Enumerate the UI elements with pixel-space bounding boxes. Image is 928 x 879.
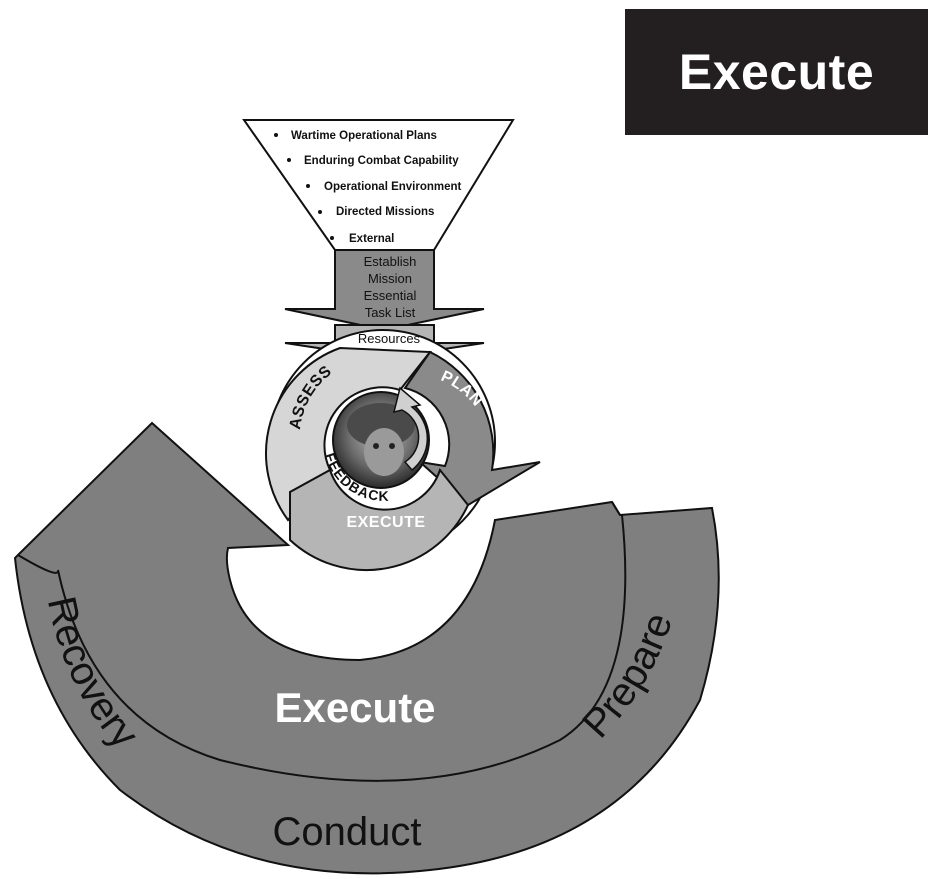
ring-center-label: Execute (274, 684, 435, 731)
funnel-item-4: Directed Missions (336, 206, 434, 218)
assess-segment (265, 346, 432, 522)
center-arrow (392, 386, 429, 472)
resources-label: Resources (358, 331, 421, 346)
ring-inner-line (17, 514, 627, 782)
title-text: Execute (678, 44, 875, 100)
metl-line-4: Task List (365, 305, 416, 320)
funnel-item-5: External (349, 233, 394, 245)
funnel-item-1: Wartime Operational Plans (291, 130, 437, 142)
metl-line-2: Mission (368, 271, 412, 286)
metl-arrow-shape (284, 249, 485, 332)
metl-text: Establish Mission Essential Task List Re… (358, 254, 421, 346)
inner-cycle (265, 329, 541, 571)
funnel-item-3: Operational Environment (324, 181, 462, 193)
title-box: Execute (625, 9, 928, 135)
outer-ring (13, 421, 720, 875)
metl-line-1: Establish (364, 254, 417, 269)
conduct-label: Conduct (273, 810, 422, 854)
funnel-item-2: Enduring Combat Capability (304, 155, 459, 167)
metl-line-3: Essential (364, 288, 417, 303)
ring-band (13, 421, 720, 875)
funnel-items: Wartime Operational Plans Enduring Comba… (274, 130, 462, 245)
execute-label: EXECUTE (346, 514, 425, 531)
execute-segment (289, 467, 470, 571)
